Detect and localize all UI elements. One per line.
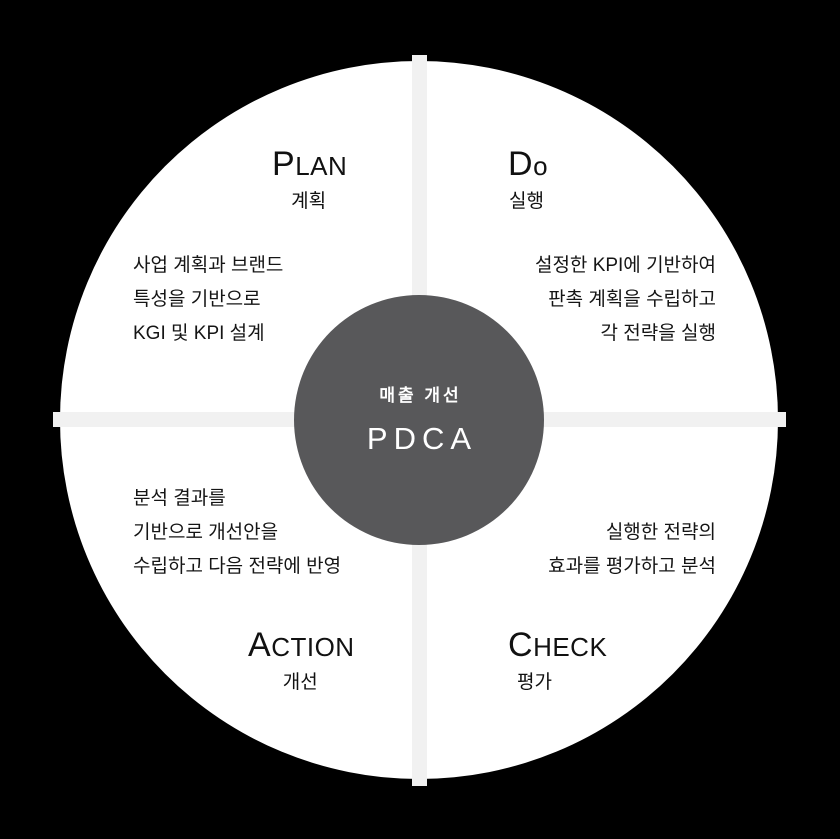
center-hub-title: PDCA (366, 420, 478, 456)
quadrant-body-check: 실행한 전략의 효과를 평가하고 분석 (548, 522, 716, 577)
quadrant-heading-check-kr: 평가 (517, 672, 552, 693)
plan-initial: P (272, 145, 296, 183)
check-initial: C (508, 626, 534, 664)
quadrant-heading-do-en: Do (508, 147, 548, 181)
quadrant-heading-plan: PLAN 계획 (272, 147, 347, 211)
quadrant-heading-check-en: CHECK (508, 628, 607, 662)
quadrant-body-action: 분석 결과를 기반으로 개선안을 수립하고 다음 전략에 반영 (133, 488, 342, 577)
action-rest: CTION (271, 632, 355, 662)
quadrant-heading-action: ACTION 개선 (248, 628, 355, 692)
action-initial: A (248, 626, 272, 664)
quadrant-heading-action-en: ACTION (248, 628, 355, 662)
quadrant-heading-plan-en: PLAN (272, 147, 347, 181)
do-initial: D (508, 145, 534, 183)
plan-rest: LAN (295, 151, 348, 181)
quadrant-heading-check: CHECK 평가 (508, 628, 607, 692)
quadrant-heading-do-kr: 실행 (509, 191, 544, 212)
check-rest: HECK (533, 632, 608, 662)
center-hub-subtitle: 매출 개선 (379, 385, 462, 405)
do-rest: o (533, 151, 549, 181)
quadrant-body-do: 설정한 KPI에 기반하여 판촉 계획을 수립하고 각 전략을 실행 (534, 255, 716, 344)
quadrant-body-plan: 사업 계획과 브랜드 특성을 기반으로 KGI 및 KPI 설계 (133, 255, 284, 344)
quadrant-heading-plan-kr: 계획 (291, 191, 327, 212)
center-hub: 매출 개선 PDCA (294, 295, 544, 545)
quadrant-heading-do: Do 실행 (508, 147, 548, 211)
quadrant-heading-action-kr: 개선 (282, 672, 318, 693)
